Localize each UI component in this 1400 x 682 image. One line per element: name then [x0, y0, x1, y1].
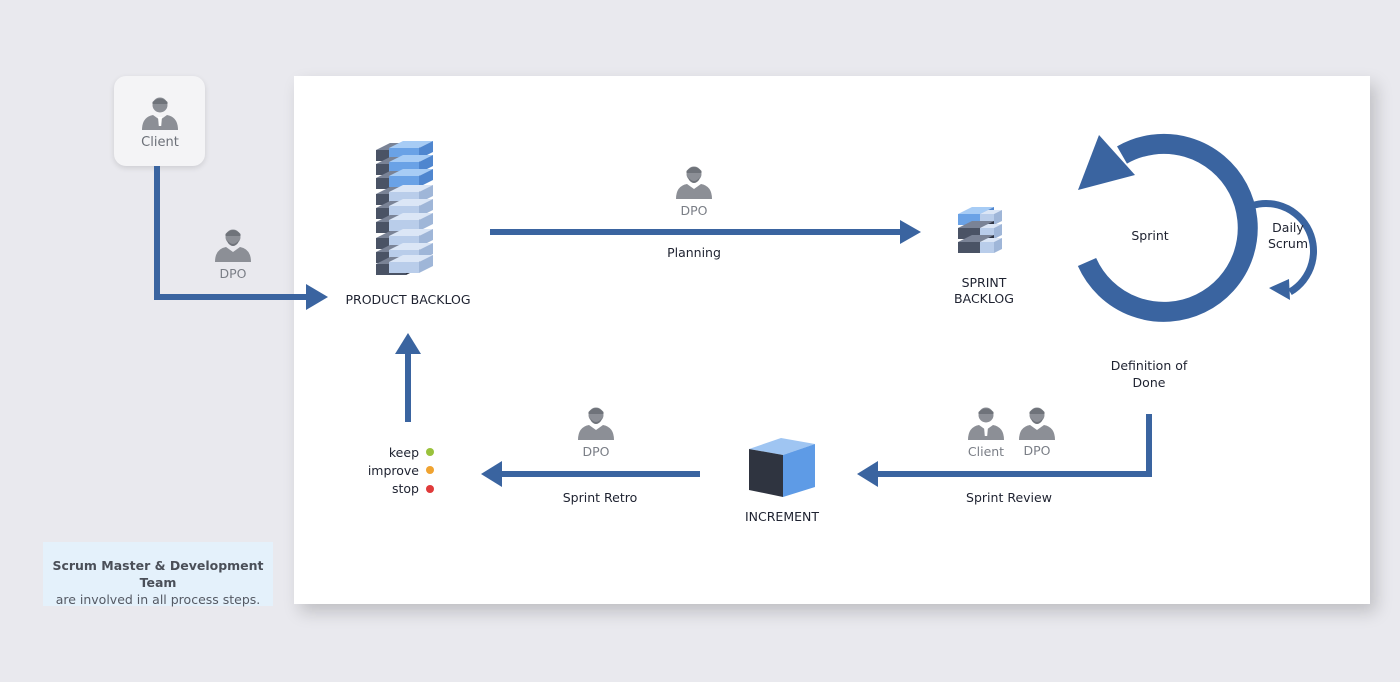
daily-scrum-label-line1: Daily: [1272, 220, 1304, 235]
daily-scrum-arrowhead: [1269, 279, 1290, 300]
retro-improve-dot: [426, 466, 434, 474]
dpo-label: DPO: [680, 203, 707, 218]
sprint-cycle-arrowhead: [1078, 135, 1135, 190]
sprint-review-arrowhead: [857, 461, 878, 487]
dpo-label: DPO: [1023, 443, 1050, 458]
dpo-person-icon: [215, 229, 251, 262]
client-to-backlog-arrowhead: [306, 284, 328, 310]
client-person-icon: [968, 407, 1004, 440]
client-to-backlog-arrow: [154, 166, 308, 300]
sprint-label: Sprint: [1131, 228, 1168, 243]
sprint-review-arrow: [876, 414, 1152, 477]
retro-keep-label: keep: [389, 445, 419, 460]
sprint-retro-arrowhead: [481, 461, 502, 487]
client-label: Client: [968, 444, 1004, 459]
increment-label: INCREMENT: [745, 509, 819, 524]
definition-of-done-label-line2: Done: [1133, 375, 1166, 390]
sprint-backlog-icon: [958, 207, 1002, 253]
dpo-person-icon: [1019, 407, 1055, 440]
team-note-line1: Scrum Master & Development Team: [52, 558, 264, 590]
sprint-review-label: Sprint Review: [966, 490, 1052, 505]
client-person-icon: [142, 97, 178, 130]
product-backlog-label: PRODUCT BACKLOG: [345, 292, 470, 307]
definition-of-done-label-line1: Definition of: [1111, 358, 1188, 373]
team-note: Scrum Master & Development Team are invo…: [43, 542, 273, 607]
sprint-backlog-label-line1: SPRINT: [962, 275, 1007, 290]
retro-stop-dot: [426, 485, 434, 493]
dpo-person-icon: [676, 166, 712, 199]
team-note-line2: are involved in all process steps.: [55, 592, 261, 607]
retro-keep-dot: [426, 448, 434, 456]
sprint-cycle-arrow: [1077, 133, 1258, 322]
planning-label: Planning: [667, 245, 721, 260]
product-backlog-icon: [376, 141, 433, 275]
client-card-label: Client: [141, 135, 179, 150]
sprint-retro-label: Sprint Retro: [563, 490, 638, 505]
retro-to-backlog-arrowhead: [395, 333, 421, 354]
dpo-label: DPO: [219, 266, 246, 281]
dpo-label: DPO: [582, 444, 609, 459]
planning-arrowhead: [900, 220, 921, 244]
diagram-panel: [294, 76, 1370, 604]
dpo-person-icon: [578, 407, 614, 440]
retro-stop-label: stop: [392, 481, 419, 496]
daily-scrum-label-line2: Scrum: [1268, 236, 1308, 251]
retro-improve-label: improve: [368, 463, 419, 478]
sprint-backlog-label-line2: BACKLOG: [954, 291, 1014, 306]
daily-scrum-arrow: [1240, 200, 1317, 296]
increment-cube-icon: [749, 438, 815, 497]
